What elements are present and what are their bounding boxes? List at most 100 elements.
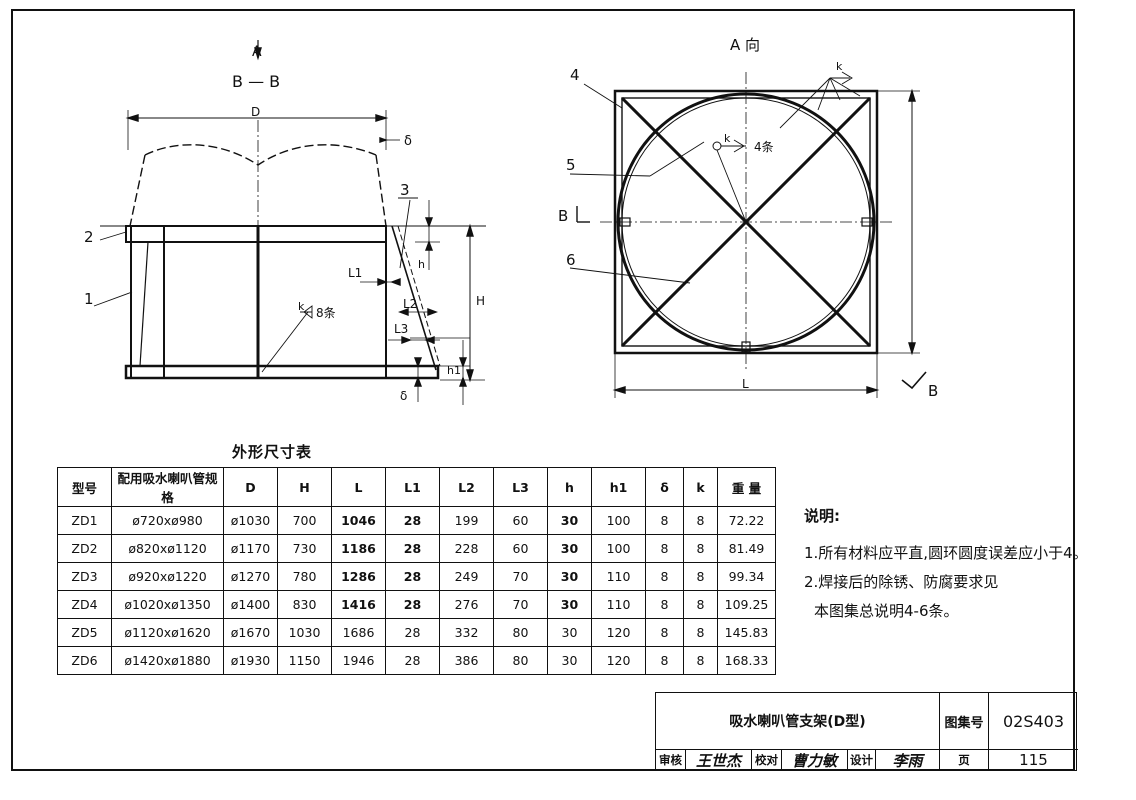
col-header: h — [547, 467, 592, 507]
table-cell: ø1930 — [223, 646, 278, 675]
dim-L2-label: L2 — [403, 297, 417, 311]
dim-h-label: h — [418, 258, 425, 271]
table-cell: ø720xø980 — [111, 506, 224, 535]
table-cell: 168.33 — [717, 646, 776, 675]
page-label: 页 — [940, 750, 989, 770]
table-cell: 72.22 — [717, 506, 776, 535]
table-cell: 28 — [385, 618, 440, 647]
table-cell: 1030 — [277, 618, 332, 647]
table-cell: 386 — [439, 646, 494, 675]
table-cell: 109.25 — [717, 590, 776, 619]
table-cell: ZD3 — [57, 562, 112, 591]
table-cell: 276 — [439, 590, 494, 619]
table-cell: 8 — [683, 562, 718, 591]
col-header: L1 — [385, 467, 440, 507]
table-cell: 1286 — [331, 562, 386, 591]
dim-delta-label: δ — [404, 134, 412, 149]
table-cell: 120 — [591, 646, 646, 675]
table-cell: 8 — [683, 618, 718, 647]
table-cell: 30 — [547, 590, 592, 619]
table-cell: 28 — [385, 562, 440, 591]
table-cell: 8 — [683, 646, 718, 675]
table-cell: 1686 — [331, 618, 386, 647]
table-cell: ZD4 — [57, 590, 112, 619]
col-header: 重 量 — [717, 467, 776, 507]
col-header: h1 — [591, 467, 646, 507]
dim-h1-label: h1 — [447, 364, 461, 377]
table-cell: 30 — [547, 646, 592, 675]
section-mark-right: B — [928, 382, 938, 400]
table-cell: 99.34 — [717, 562, 776, 591]
table-cell: 100 — [591, 534, 646, 563]
table-cell: 30 — [547, 562, 592, 591]
table-cell: ZD1 — [57, 506, 112, 535]
table-cell: 1416 — [331, 590, 386, 619]
table-cell: 110 — [591, 590, 646, 619]
dim-L-view-label: L — [742, 377, 749, 391]
table-header-row: 型号 配用吸水喇叭管规格 D H L L1 L2 L3 h h1 δ k 重 量 — [57, 467, 776, 507]
callout-1: 1 — [84, 290, 94, 308]
table-cell: 81.49 — [717, 534, 776, 563]
title-block: 吸水喇叭管支架(D型) 图集号 02S403 审核 王世杰 校对 曹力敏 设计 … — [655, 692, 1078, 771]
table-cell: 1046 — [331, 506, 386, 535]
dim-L3-label: L3 — [394, 322, 408, 336]
table-cell: 60 — [493, 506, 548, 535]
table-cell: 60 — [493, 534, 548, 563]
table-cell: 1186 — [331, 534, 386, 563]
weld-8-label: 8条 — [316, 306, 336, 320]
table-cell: 70 — [493, 562, 548, 591]
table-cell: 8 — [683, 590, 718, 619]
table-cell: ø1120xø1620 — [111, 618, 224, 647]
note-line-2: 2.焊接后的除锈、防腐要求见 — [804, 573, 999, 591]
table-cell: 332 — [439, 618, 494, 647]
note-line-1: 1.所有材料应平直,圆环圆度误差应小于4。 — [804, 544, 1088, 562]
col-header: L2 — [439, 467, 494, 507]
note-line-3: 本图集总说明4-6条。 — [814, 602, 959, 620]
table-cell: ø1020xø1350 — [111, 590, 224, 619]
col-header: 型号 — [57, 467, 112, 507]
dim-L1-label: L1 — [348, 266, 362, 280]
table-cell: 700 — [277, 506, 332, 535]
table-cell: 145.83 — [717, 618, 776, 647]
table-cell: ø1400 — [223, 590, 278, 619]
bell-mouth-outline — [144, 144, 377, 166]
table-cell: 730 — [277, 534, 332, 563]
callout-6: 6 — [566, 251, 576, 269]
check-label: 校对 — [752, 750, 782, 770]
weld-k-inner-label: k — [724, 132, 731, 145]
table-cell: 28 — [385, 646, 440, 675]
col-header: δ — [645, 467, 684, 507]
table-cell: 8 — [645, 618, 684, 647]
col-header: 配用吸水喇叭管规格 — [111, 467, 224, 507]
table-cell: ZD5 — [57, 618, 112, 647]
table-title: 外形尺寸表 — [232, 443, 313, 461]
review-signature: 王世杰 — [686, 750, 752, 770]
table-cell: 8 — [683, 534, 718, 563]
table-cell: 28 — [385, 590, 440, 619]
table-cell: 228 — [439, 534, 494, 563]
design-signature: 李雨 — [876, 750, 940, 770]
section-mark-left: B — [558, 207, 568, 225]
drawing-title: 吸水喇叭管支架(D型) — [656, 693, 940, 750]
table-cell: 28 — [385, 506, 440, 535]
table-cell: ZD2 — [57, 534, 112, 563]
dimension-table: 型号 配用吸水喇叭管规格 D H L L1 L2 L3 h h1 δ k 重 量… — [57, 467, 776, 675]
table-cell: 100 — [591, 506, 646, 535]
table-cell: ø1420xø1880 — [111, 646, 224, 675]
table-cell: 8 — [645, 590, 684, 619]
page-number: 115 — [1019, 751, 1048, 769]
table-cell: 8 — [645, 506, 684, 535]
weld-k-label: k — [298, 300, 305, 313]
table-cell: 110 — [591, 562, 646, 591]
weld-4-label: 4条 — [754, 140, 774, 154]
design-label: 设计 — [848, 750, 876, 770]
table-cell: 80 — [493, 618, 548, 647]
atlas-number: 02S403 — [989, 693, 1078, 750]
callout-2: 2 — [84, 228, 94, 246]
